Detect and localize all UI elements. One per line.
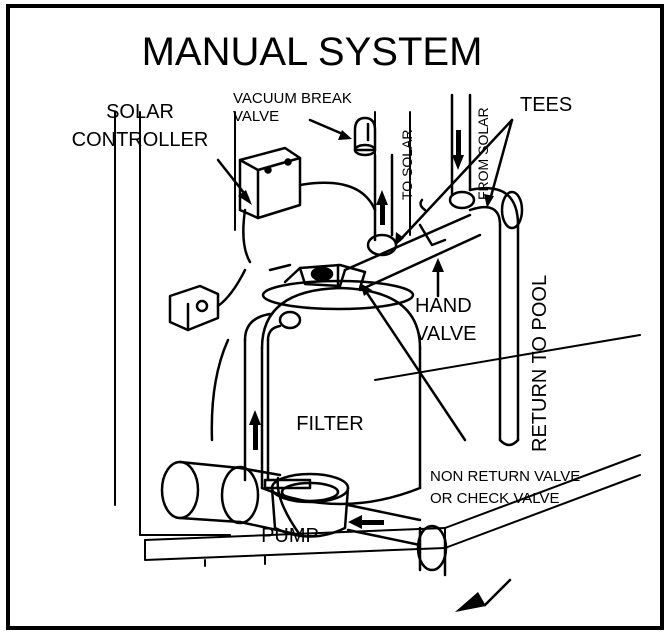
filter-label: FILTER	[296, 413, 363, 435]
power-outlet	[168, 268, 247, 332]
solar-pipes	[343, 93, 482, 292]
pump-label: PUMP	[261, 525, 319, 547]
pump-to-filter-pipe	[210, 310, 302, 482]
solar-controller-label-line2: CONTROLLER	[72, 129, 209, 151]
hand-valve-label-line2: VALVE	[415, 323, 477, 345]
filter-tank	[260, 263, 422, 506]
arrow-heads	[238, 130, 494, 612]
return-pipe	[346, 186, 524, 577]
solar-controller-label-line1: SOLAR	[106, 101, 174, 123]
vacuum-break-valve	[353, 116, 377, 157]
pump-assembly	[160, 460, 350, 538]
vacuum-label-line1: VACUUM BREAK	[233, 90, 352, 107]
flow-arrows	[249, 130, 464, 529]
non-return-label-line2: OR CHECK VALVE	[430, 490, 559, 507]
to-solar-label: TO SOLAR	[399, 129, 415, 200]
hand-valve-label-line1: HAND	[415, 295, 472, 317]
non-return-label-line1: NON RETURN VALVE	[430, 468, 580, 485]
vacuum-label-line2: VALVE	[233, 108, 279, 125]
diagram-title: MANUAL SYSTEM	[142, 30, 483, 74]
return-to-pool-label: RETURN TO POOL	[529, 275, 551, 452]
solar-controller-box	[238, 146, 377, 264]
from-solar-label: FROM SOLAR	[475, 107, 491, 200]
pointer-arrows	[216, 118, 514, 607]
tees-label: TEES	[520, 94, 572, 116]
